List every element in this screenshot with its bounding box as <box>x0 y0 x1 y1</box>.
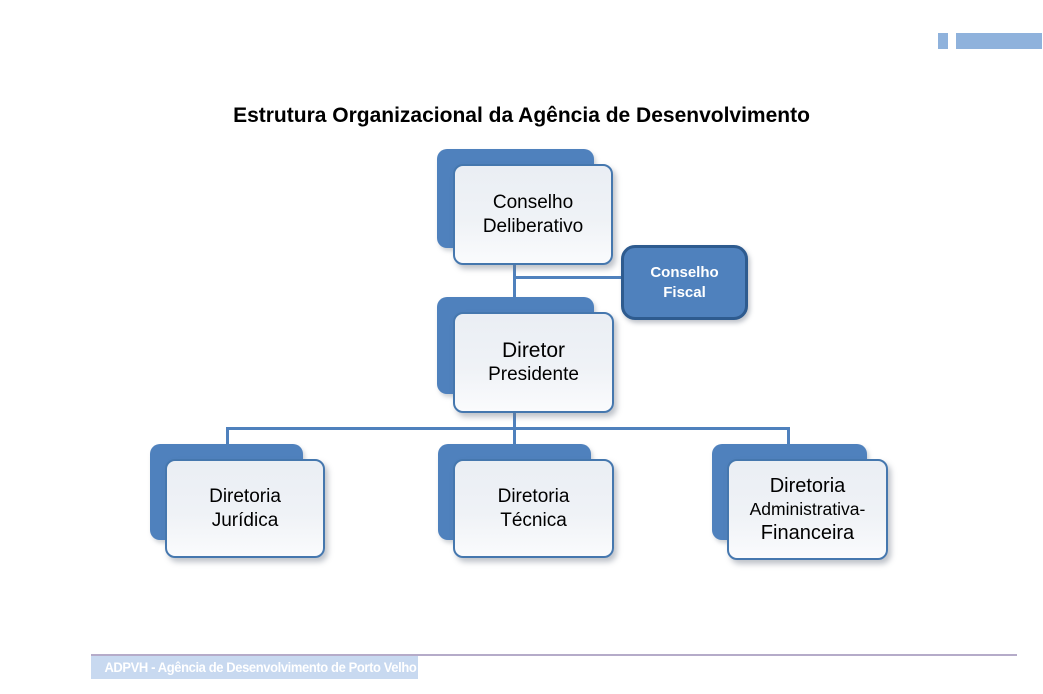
connector-bus-juridica <box>226 427 229 445</box>
decor-bar-small <box>938 33 948 49</box>
node-label-line: Diretoria <box>497 485 570 507</box>
connector-presidente-bus <box>513 412 516 430</box>
node-label-line: Diretoria <box>769 475 846 497</box>
footer-text: ADPVH - Agência de Desenvolvimento de Po… <box>104 660 417 675</box>
connector-horizontal-bus <box>226 427 790 430</box>
connector-deliberativo-presidente <box>513 264 516 298</box>
connector-bus-admfin <box>787 427 790 445</box>
footer-divider-line <box>91 654 1017 656</box>
node-label-line: Diretoria <box>209 485 281 507</box>
slide-title: Estrutura Organizacional da Agência de D… <box>233 104 810 127</box>
node-box: Diretoria Técnica <box>453 459 614 558</box>
node-box: Conselho Deliberativo <box>453 164 613 265</box>
node-label-line: Conselho <box>492 191 574 213</box>
connector-fiscal-branch <box>513 276 621 279</box>
node-label-line: Jurídica <box>211 509 279 531</box>
node-label-line: Financeira <box>760 522 855 544</box>
node-label-line: Técnica <box>500 509 567 531</box>
node-box: Diretor Presidente <box>453 312 614 413</box>
node-box: Diretoria Jurídica <box>165 459 325 558</box>
node-label-line: Deliberativo <box>482 215 584 237</box>
connector-bus-tecnica <box>513 427 516 446</box>
node-label-line: Presidente <box>488 364 579 385</box>
node-box: Diretoria Administrativa- Financeira <box>727 459 888 560</box>
decor-bar-large <box>956 33 1042 49</box>
node-label-line: Conselho <box>650 263 719 281</box>
node-label-line: Administrativa- <box>749 499 866 519</box>
org-node-conselho-fiscal: Conselho Fiscal <box>621 245 748 320</box>
node-label-line: Fiscal <box>663 283 706 301</box>
footer-band: ADPVH - Agência de Desenvolvimento de Po… <box>91 656 418 679</box>
node-label-line: Diretor <box>501 339 565 362</box>
